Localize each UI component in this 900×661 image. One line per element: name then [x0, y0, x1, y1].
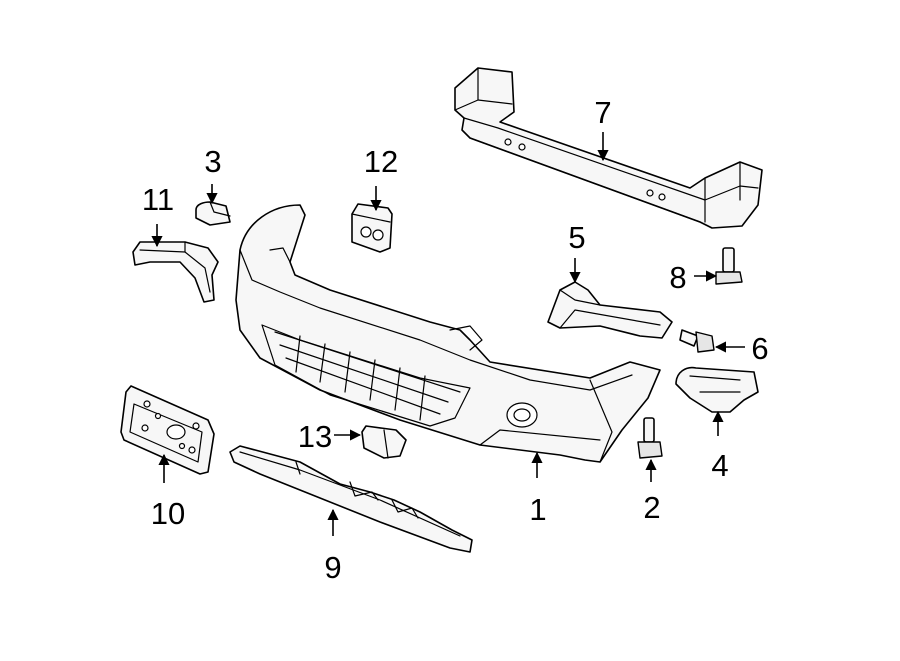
lower-spoiler[interactable] [229, 445, 473, 553]
callout-9: 9 [324, 550, 341, 585]
callout-12: 12 [364, 144, 398, 179]
callout-13: 13 [298, 419, 332, 454]
bolt-2[interactable] [637, 417, 663, 459]
bolt-8[interactable] [715, 247, 743, 285]
retainer-12[interactable] [351, 203, 393, 253]
license-plate-bracket[interactable] [120, 385, 215, 475]
reinforcement-beam[interactable] [454, 67, 763, 229]
callout-5: 5 [568, 220, 585, 255]
callout-3: 3 [204, 144, 221, 179]
clip-3[interactable] [195, 201, 231, 226]
callout-labels: 1 2 3 4 5 6 7 8 9 10 11 12 13 [142, 95, 769, 585]
bumper-cover[interactable] [235, 204, 661, 463]
callout-7: 7 [594, 95, 611, 130]
callout-2: 2 [643, 490, 660, 525]
callout-6: 6 [751, 331, 768, 366]
bumper-bracket-right[interactable] [547, 281, 673, 339]
callout-1: 1 [529, 492, 546, 527]
bolt-6[interactable] [679, 329, 715, 353]
callout-10: 10 [151, 496, 185, 531]
callout-8: 8 [669, 260, 686, 295]
bumper-bracket-left[interactable] [132, 241, 219, 303]
callout-4: 4 [711, 448, 728, 483]
clip-13[interactable] [361, 425, 407, 459]
leader-lines [151, 132, 745, 536]
callout-11: 11 [142, 182, 174, 217]
side-bracket-4[interactable] [675, 366, 759, 413]
